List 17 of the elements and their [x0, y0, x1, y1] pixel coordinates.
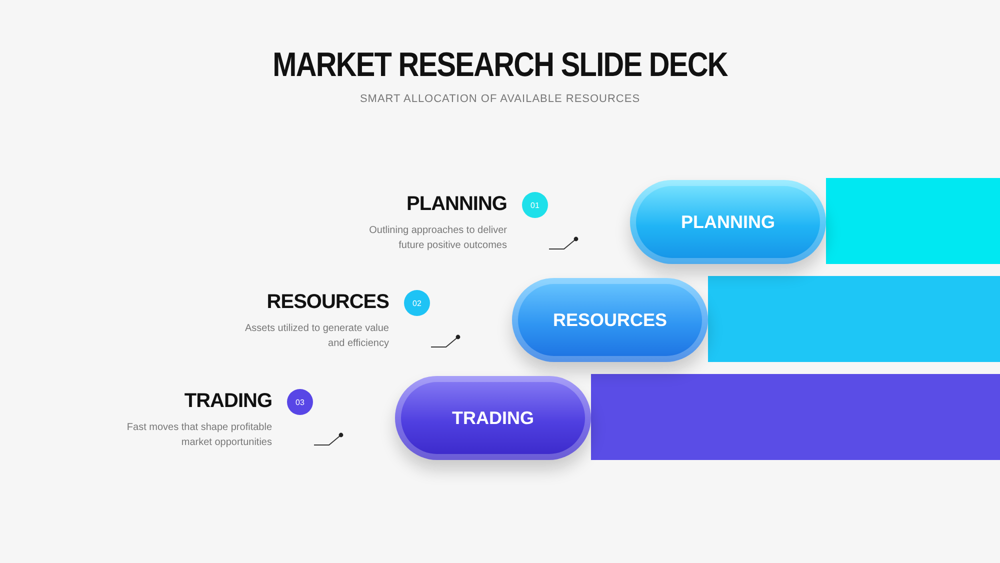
pill-label: PLANNING — [630, 180, 826, 264]
heading: RESOURCES — [266, 291, 389, 314]
slide-title: MARKET RESEARCH SLIDE DECK — [272, 46, 729, 85]
number-badge: 03 — [287, 389, 313, 415]
pill-label: TRADING — [395, 376, 591, 460]
number-badge: 01 — [522, 192, 548, 218]
color-band — [708, 276, 1000, 362]
pill-label: RESOURCES — [512, 278, 708, 362]
heading: PLANNING — [406, 193, 507, 216]
description: Fast moves that shape profitable market opportunities — [126, 421, 272, 450]
subtitle: SMART ALLOCATION OF AVAILABLE RESOURCES — [358, 93, 642, 105]
color-band — [826, 178, 1000, 264]
description: Outlining approaches to deliver future positive outcomes — [368, 224, 507, 253]
description: Assets utilized to generate value and efficiency — [244, 322, 389, 351]
heading: TRADING — [184, 390, 272, 413]
color-band — [591, 374, 1000, 460]
number-badge: 02 — [404, 290, 430, 316]
